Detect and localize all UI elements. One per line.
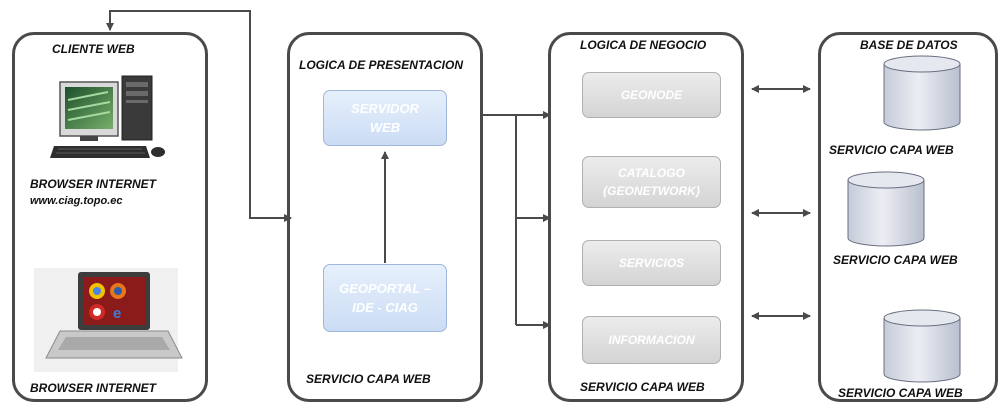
browser-internet-label-2: BROWSER INTERNET bbox=[30, 381, 156, 395]
database-icon-1 bbox=[883, 55, 961, 131]
informacion-label: INFORMACION bbox=[608, 333, 695, 347]
servicios-label: SERVICIOS bbox=[618, 256, 685, 270]
geonode-label: GEONODE bbox=[620, 88, 683, 102]
cliente-web-title: CLIENTE WEB bbox=[52, 42, 135, 56]
datos-label-2: SERVICIO CAPA WEB bbox=[833, 253, 958, 267]
laptop-icon: e bbox=[34, 268, 183, 372]
informacion-box[interactable]: INFORMACION bbox=[582, 316, 721, 364]
logica-negocio-title: LOGICA DE NEGOCIO bbox=[580, 38, 707, 52]
client-loop-connector bbox=[106, 10, 292, 222]
servicios-box[interactable]: SERVICIOS bbox=[582, 240, 721, 286]
browser-internet-label-1: BROWSER INTERNET bbox=[30, 177, 156, 191]
svg-text:e: e bbox=[113, 305, 121, 322]
logica-presentacion-title: LOGICA DE PRESENTACION bbox=[299, 58, 464, 72]
catalogo-label: CATALOGO (GEONETWORK) bbox=[603, 166, 700, 198]
base-datos-title: BASE DE DATOS bbox=[860, 38, 958, 52]
geoportal-box[interactable]: GEOPORTAL – IDE - CIAG bbox=[323, 264, 447, 332]
catalogo-box[interactable]: CATALOGO (GEONETWORK) bbox=[582, 156, 721, 208]
database-icon-3 bbox=[883, 309, 961, 383]
datos-label-3: SERVICIO CAPA WEB bbox=[838, 386, 963, 400]
datos-label-1: SERVICIO CAPA WEB bbox=[829, 143, 954, 157]
negocio-footer: SERVICIO CAPA WEB bbox=[580, 380, 705, 394]
servidor-web-label: SERVIDOR WEB bbox=[351, 101, 419, 135]
desktop-computer-icon bbox=[50, 75, 165, 158]
geonode-box[interactable]: GEONODE bbox=[582, 72, 721, 118]
url-label: www.ciag.topo.ec bbox=[30, 195, 123, 207]
presentacion-footer: SERVICIO CAPA WEB bbox=[306, 372, 431, 386]
servidor-web-box[interactable]: SERVIDOR WEB bbox=[323, 90, 447, 146]
geoportal-label: GEOPORTAL – IDE - CIAG bbox=[339, 281, 431, 315]
database-icon-2 bbox=[847, 171, 925, 247]
